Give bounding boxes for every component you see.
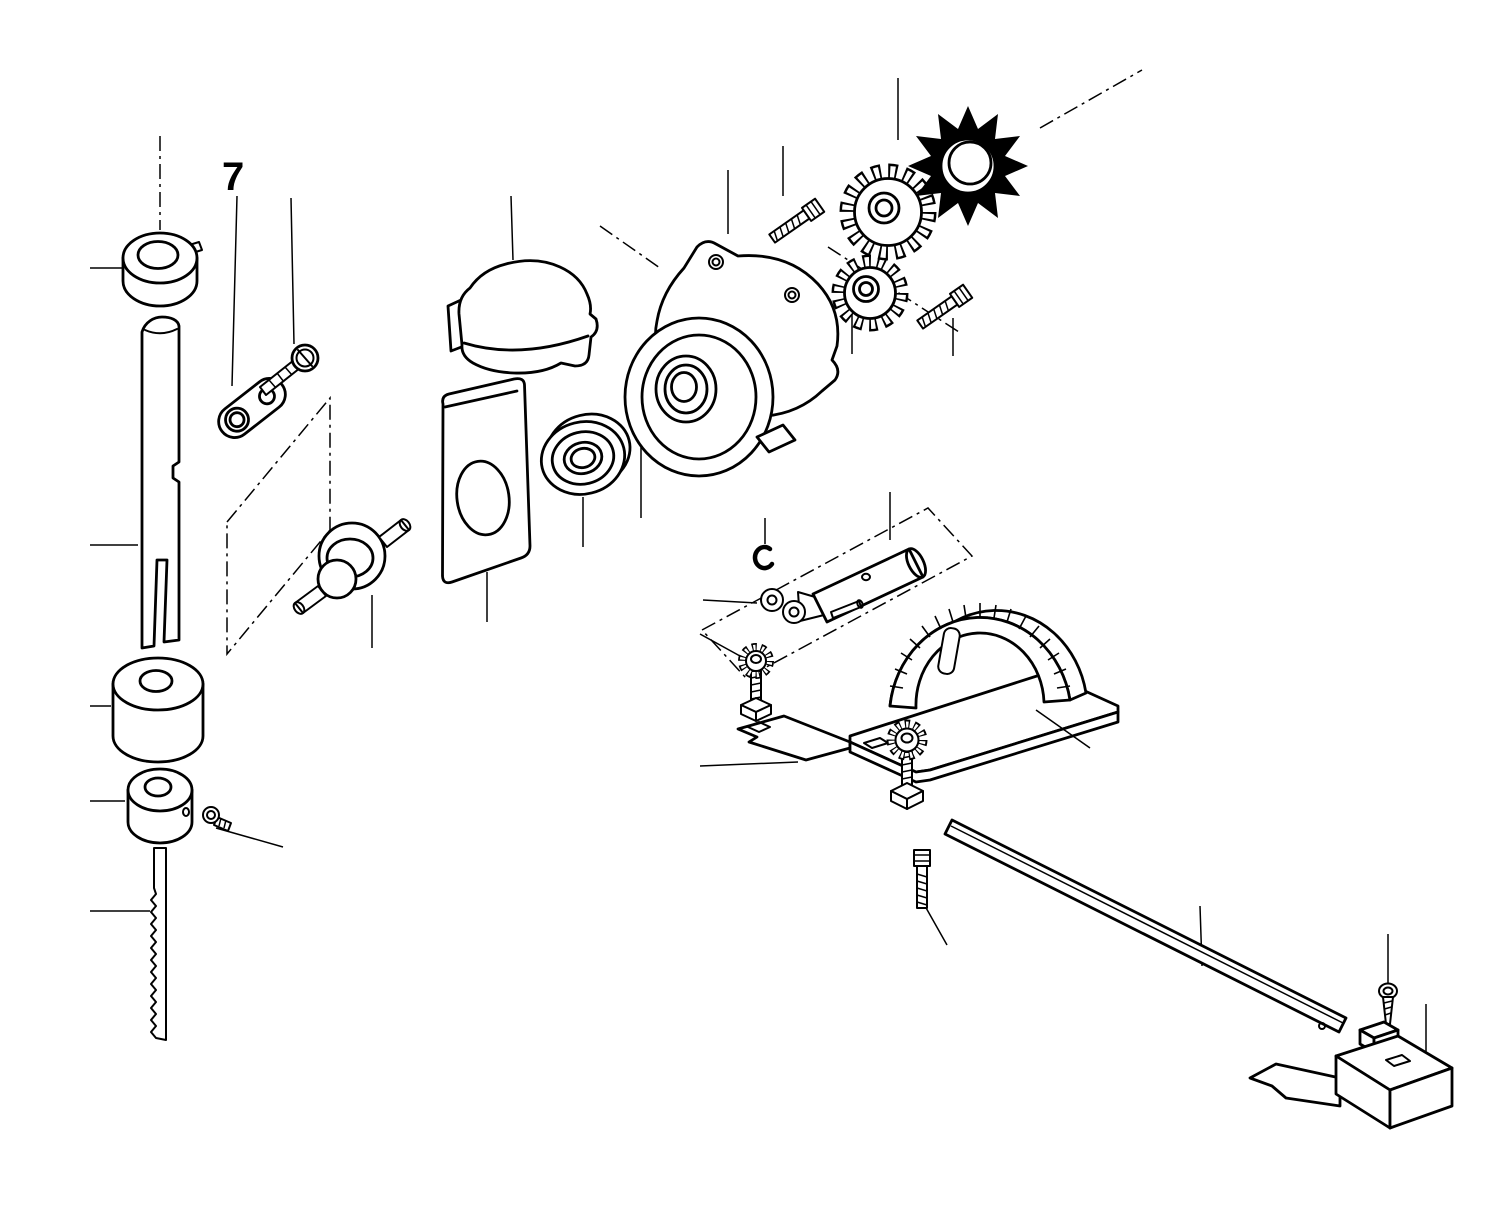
- upper-collar: [121, 231, 203, 308]
- set-screw: [202, 806, 232, 832]
- leader-line-arch: [1035, 709, 1091, 749]
- ball-bearing: [539, 412, 632, 496]
- clamp-knob-lower: [886, 719, 928, 810]
- plunger-rod: [140, 315, 181, 650]
- gear-housing: [623, 240, 840, 478]
- saw-blade: [150, 847, 167, 1041]
- cover-plate: [441, 377, 532, 585]
- hex-bolt-vertical: [913, 849, 931, 909]
- rip-fence: [1248, 1020, 1454, 1130]
- pan-head-screw: [1378, 982, 1398, 1025]
- dashdot-box-roller: [700, 507, 974, 679]
- gear-large: [839, 163, 937, 261]
- clamp-knob-upper: [738, 643, 774, 722]
- c-clip: [752, 544, 775, 571]
- housing-shield: [446, 259, 599, 375]
- lower-collar: [126, 767, 194, 845]
- leader-lines: [90, 78, 1427, 1060]
- gear-small: [831, 254, 909, 332]
- crank-balance: [292, 518, 412, 615]
- guide-arch: [888, 603, 1088, 710]
- f an-impeller: [908, 106, 1028, 226]
- link-screw: [259, 343, 320, 396]
- guide-rail: [943, 818, 1348, 1034]
- roller-lever: [760, 547, 927, 624]
- spacer-bushing: [111, 656, 205, 764]
- callout-7-label: 7: [222, 155, 244, 199]
